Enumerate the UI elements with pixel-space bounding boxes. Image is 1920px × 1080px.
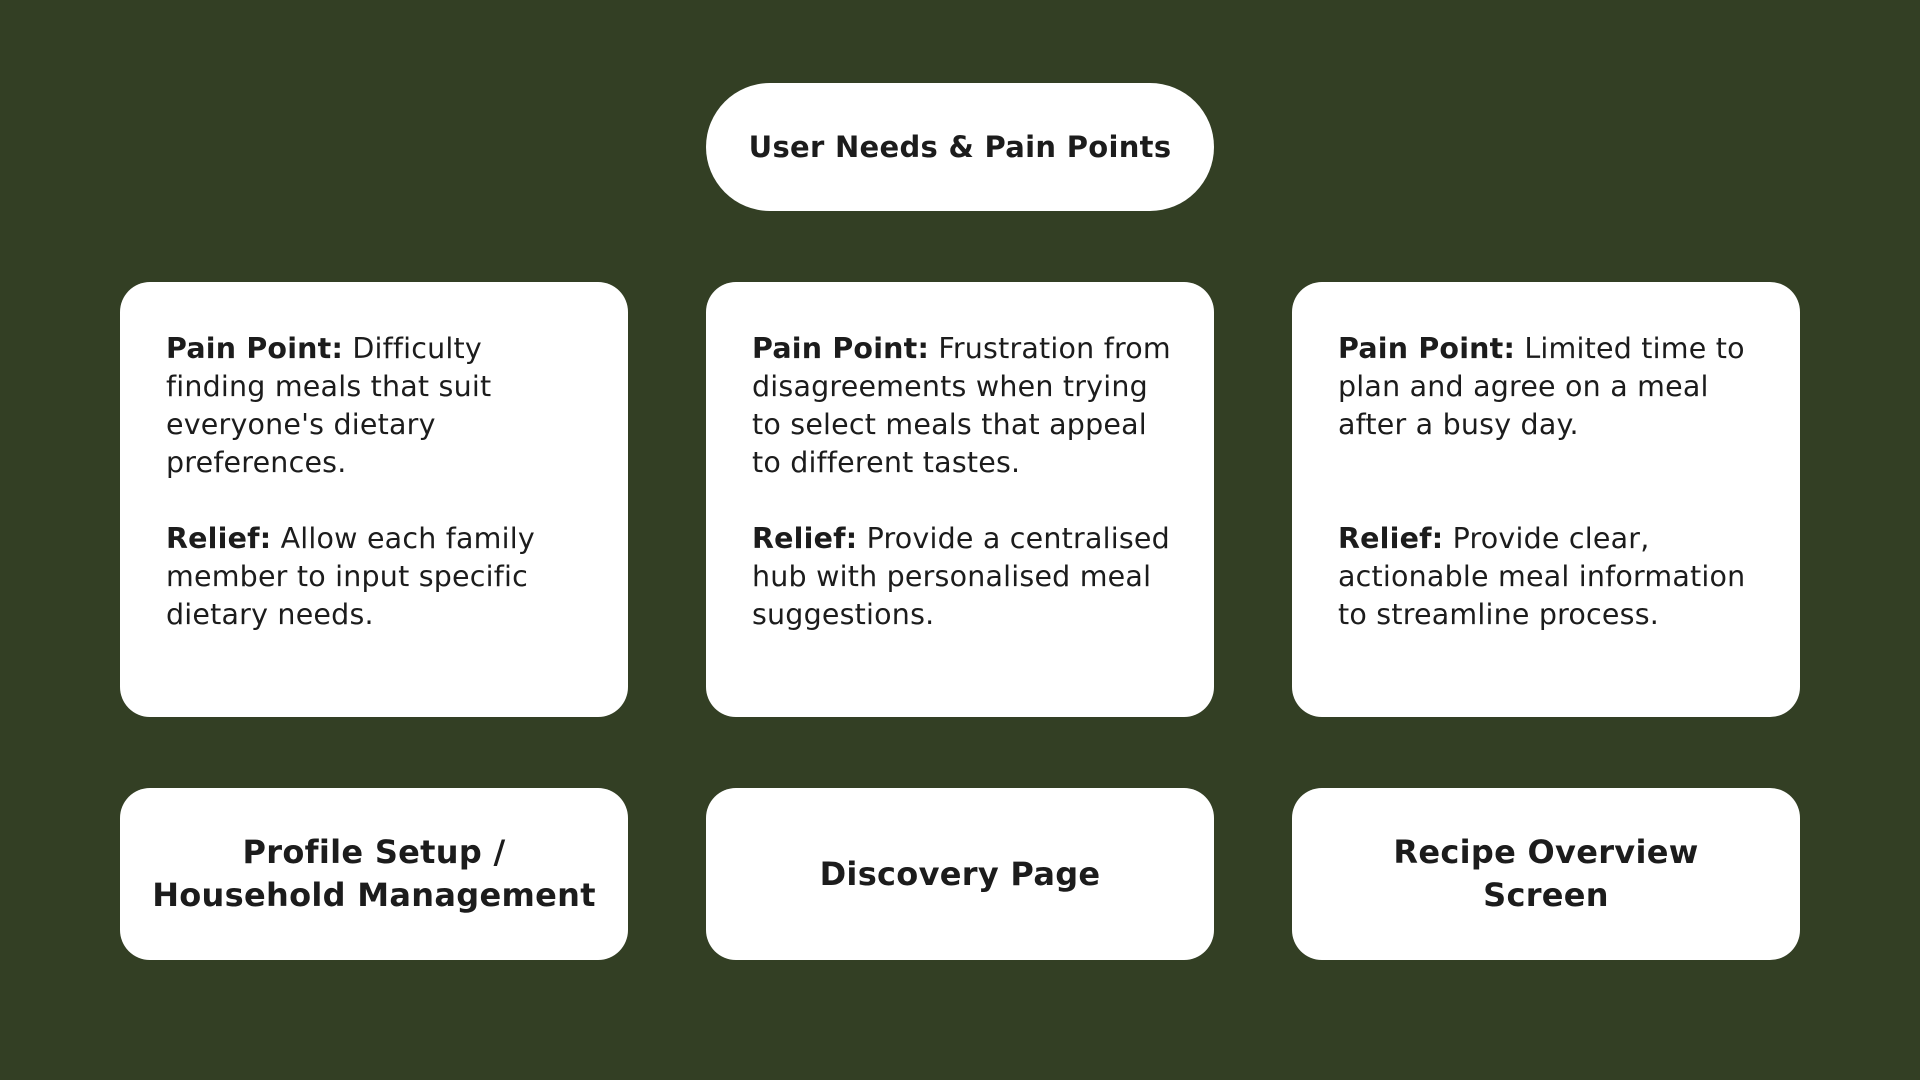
relief-label: Relief: bbox=[166, 522, 272, 555]
pain-point-text: Limited time to plan and agree on a meal… bbox=[1338, 332, 1745, 441]
pain-point-card-profile: Pain Point: Difficulty finding meals tha… bbox=[120, 282, 628, 717]
relief-text: Allow each family member to input specif… bbox=[166, 522, 535, 631]
screen-label-discovery: Discovery Page bbox=[706, 788, 1214, 960]
pain-point-text: Difficulty finding meals that suit every… bbox=[166, 332, 492, 479]
pain-point: Pain Point: Limited time to plan and agr… bbox=[1338, 330, 1758, 520]
relief: Relief: Allow each family member to inpu… bbox=[166, 520, 586, 634]
pain-point-card-discovery: Pain Point: Frustration from disagreemen… bbox=[706, 282, 1214, 717]
screen-label-profile-setup: Profile Setup / Household Management bbox=[120, 788, 628, 960]
pain-point-label: Pain Point: bbox=[752, 332, 930, 365]
relief: Relief: Provide a centralised hub with p… bbox=[752, 520, 1172, 634]
relief-label: Relief: bbox=[1338, 522, 1444, 555]
pain-point-label: Pain Point: bbox=[1338, 332, 1516, 365]
screen-label-text: Profile Setup / Household Management bbox=[152, 833, 596, 914]
screen-label-text: Recipe Overview Screen bbox=[1393, 833, 1699, 914]
pain-point-text: Frustration from disagreements when tryi… bbox=[752, 332, 1171, 479]
pain-point-card-recipe: Pain Point: Limited time to plan and agr… bbox=[1292, 282, 1800, 717]
diagram-title: User Needs & Pain Points bbox=[748, 130, 1172, 164]
relief-label: Relief: bbox=[752, 522, 858, 555]
pain-point: Pain Point: Frustration from disagreemen… bbox=[752, 330, 1172, 520]
pain-point-label: Pain Point: bbox=[166, 332, 344, 365]
pain-point: Pain Point: Difficulty finding meals tha… bbox=[166, 330, 586, 520]
relief-text: Provide a centralised hub with personali… bbox=[752, 522, 1170, 631]
relief: Relief: Provide clear, actionable meal i… bbox=[1338, 520, 1758, 634]
screen-label-text: Discovery Page bbox=[819, 854, 1101, 893]
screen-label-recipe-overview: Recipe Overview Screen bbox=[1292, 788, 1800, 960]
relief-text: Provide clear, actionable meal informati… bbox=[1338, 522, 1746, 631]
diagram-title-box: User Needs & Pain Points bbox=[706, 83, 1214, 211]
